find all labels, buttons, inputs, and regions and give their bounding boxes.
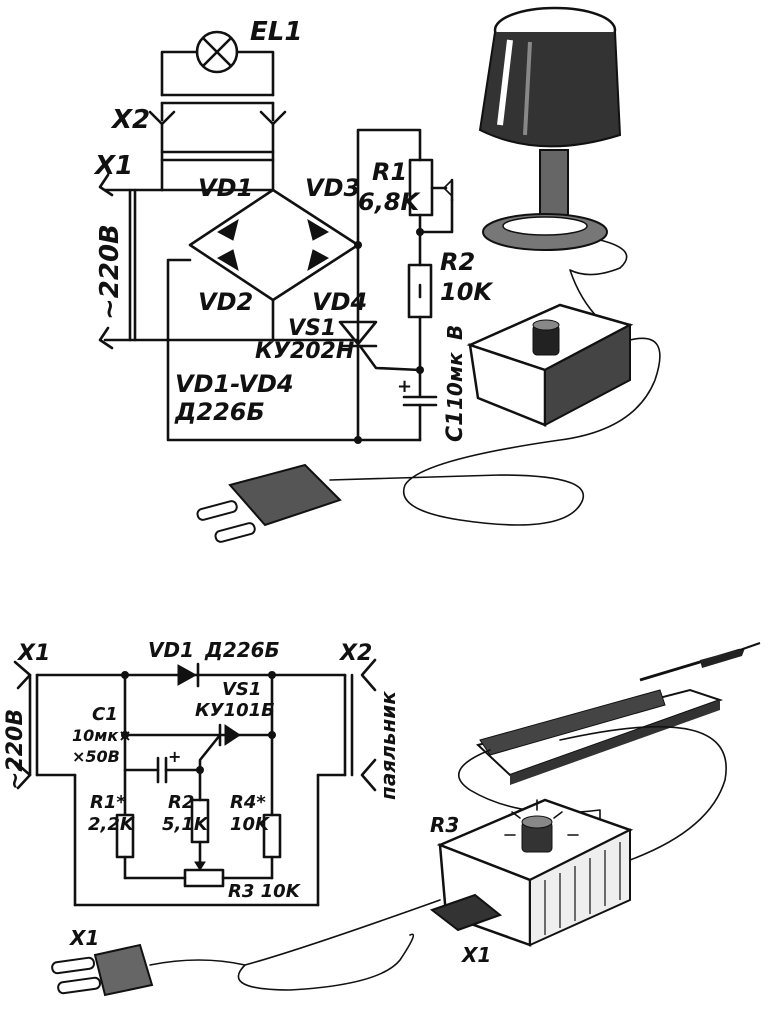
label-vd-group: VD1-VD4 (175, 370, 294, 398)
dimmer-box-drawing (329, 303, 661, 526)
label-vd-type: Д226Б (174, 398, 265, 426)
diode-vd1 (216, 218, 239, 241)
label-r1-bottom: R1* (90, 792, 126, 813)
label-vs1-bottom: VS1 (222, 679, 261, 700)
diode-vd2 (216, 249, 239, 272)
label-c1-voltage-bottom: ×50В (72, 747, 120, 766)
label-r2-value-bottom: 5,1K (162, 814, 210, 835)
soldering-iron-drawing (475, 642, 761, 785)
regulator-box-drawing: R3 (430, 798, 634, 947)
label-x2-bottom: X2 (338, 641, 372, 666)
diode-bridge (188, 188, 360, 302)
label-r1-top: R1 (372, 158, 407, 186)
top-schematic: EL1 X2 X1 ~220B VD1 (93, 17, 494, 444)
label-vd2: VD2 (198, 288, 253, 316)
label-r1-value-bottom: 2,2K (88, 814, 136, 835)
thyristor-vs1-bottom (224, 724, 241, 746)
label-r1-value-top: 6,8K (358, 188, 422, 216)
label-vd1-bottom: VD1 (148, 638, 194, 662)
label-vs1-type-bottom: КУ101Б (195, 700, 275, 721)
label-x1-socket: X1 (460, 943, 491, 967)
label-soldering-iron: паяльник (376, 691, 400, 800)
thyristor-vs1 (338, 320, 378, 346)
label-vs1-top: VS1 (288, 316, 336, 341)
bottom-schematic: X1 ~220B VD1 Д226Б X2 паяльник R1* 2,2K … (3, 638, 400, 907)
diode-vd4 (307, 249, 330, 272)
diode-vd3 (307, 218, 330, 241)
label-x2: X2 (110, 105, 150, 135)
label-vs1-type-top: КУ202Н (255, 339, 354, 364)
top-illustration (196, 6, 661, 543)
label-mains-top: ~220B (95, 224, 125, 320)
label-vd1-type-bottom: Д226Б (204, 638, 280, 662)
label-r4-value-bottom: 10K (230, 814, 271, 835)
label-c1-value-top: 10мк (443, 352, 467, 410)
label-r3-device: R3 (430, 813, 459, 837)
mains-plug-top (196, 463, 342, 543)
label-vd3: VD3 (305, 174, 360, 202)
resistor-r3-bottom (183, 868, 225, 888)
svg-text:+: + (397, 376, 412, 397)
label-r3-bottom: R3 10K (228, 881, 302, 902)
label-r2-value-top: 10K (440, 278, 494, 306)
label-x1-bottom: X1 (16, 641, 50, 666)
bottom-illustration: R3 X1 X1 (51, 642, 761, 997)
label-r4-bottom: R4* (230, 792, 266, 813)
label-c1-value-bottom: 10мк× (72, 726, 132, 745)
label-r2-top: R2 (440, 248, 475, 276)
label-x1-plug: X1 (68, 926, 99, 950)
label-mains-bottom: ~220B (3, 709, 28, 790)
mains-plug-bottom: X1 (51, 926, 246, 997)
label-el1: EL1 (250, 17, 302, 47)
label-vd1-top: VD1 (198, 174, 253, 202)
label-r2-bottom: R2 (168, 792, 194, 813)
table-lamp-drawing (478, 6, 622, 251)
label-c1-bottom: C1 (92, 704, 118, 725)
label-c1-voltage-top: В (443, 325, 467, 340)
label-c1-top: C1 (443, 411, 468, 442)
label-x1-top: X1 (93, 151, 133, 181)
svg-text:+: + (168, 747, 181, 766)
diode-vd1-bottom (177, 664, 198, 686)
